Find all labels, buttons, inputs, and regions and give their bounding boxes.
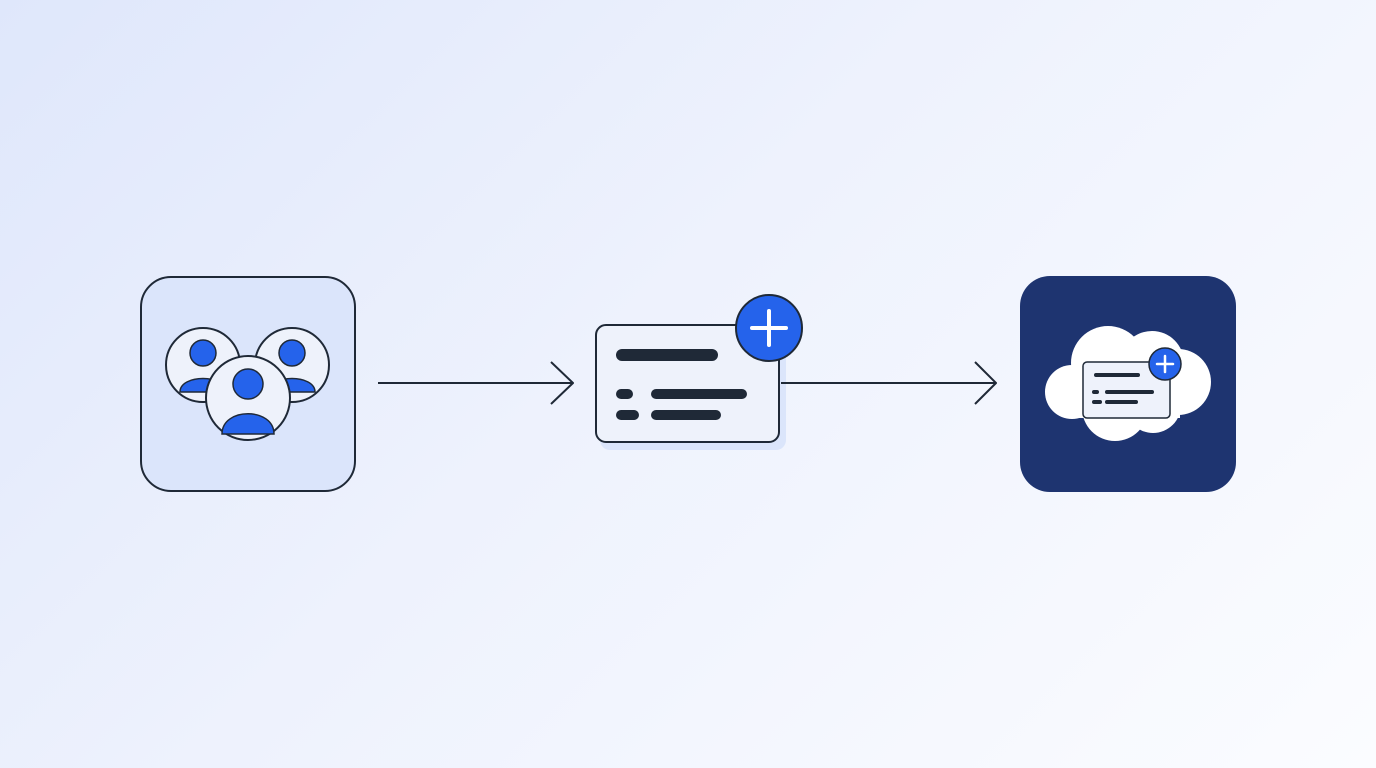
- add-record-card: [595, 294, 803, 450]
- arrow-right-icon: [781, 361, 997, 405]
- plus-badge-icon: [735, 294, 803, 362]
- user-avatar-center-icon: [205, 355, 291, 441]
- mini-record-card-icon: [1082, 361, 1171, 419]
- cloud-tile: [1020, 276, 1236, 492]
- text-lines-icon: [616, 349, 747, 420]
- cloud-add-record-icon: [1045, 326, 1211, 441]
- plus-badge-small-icon: [1148, 347, 1182, 381]
- user-group-tile: [140, 276, 356, 492]
- arrow-right-icon: [378, 361, 574, 405]
- user-group-icon: [165, 327, 330, 441]
